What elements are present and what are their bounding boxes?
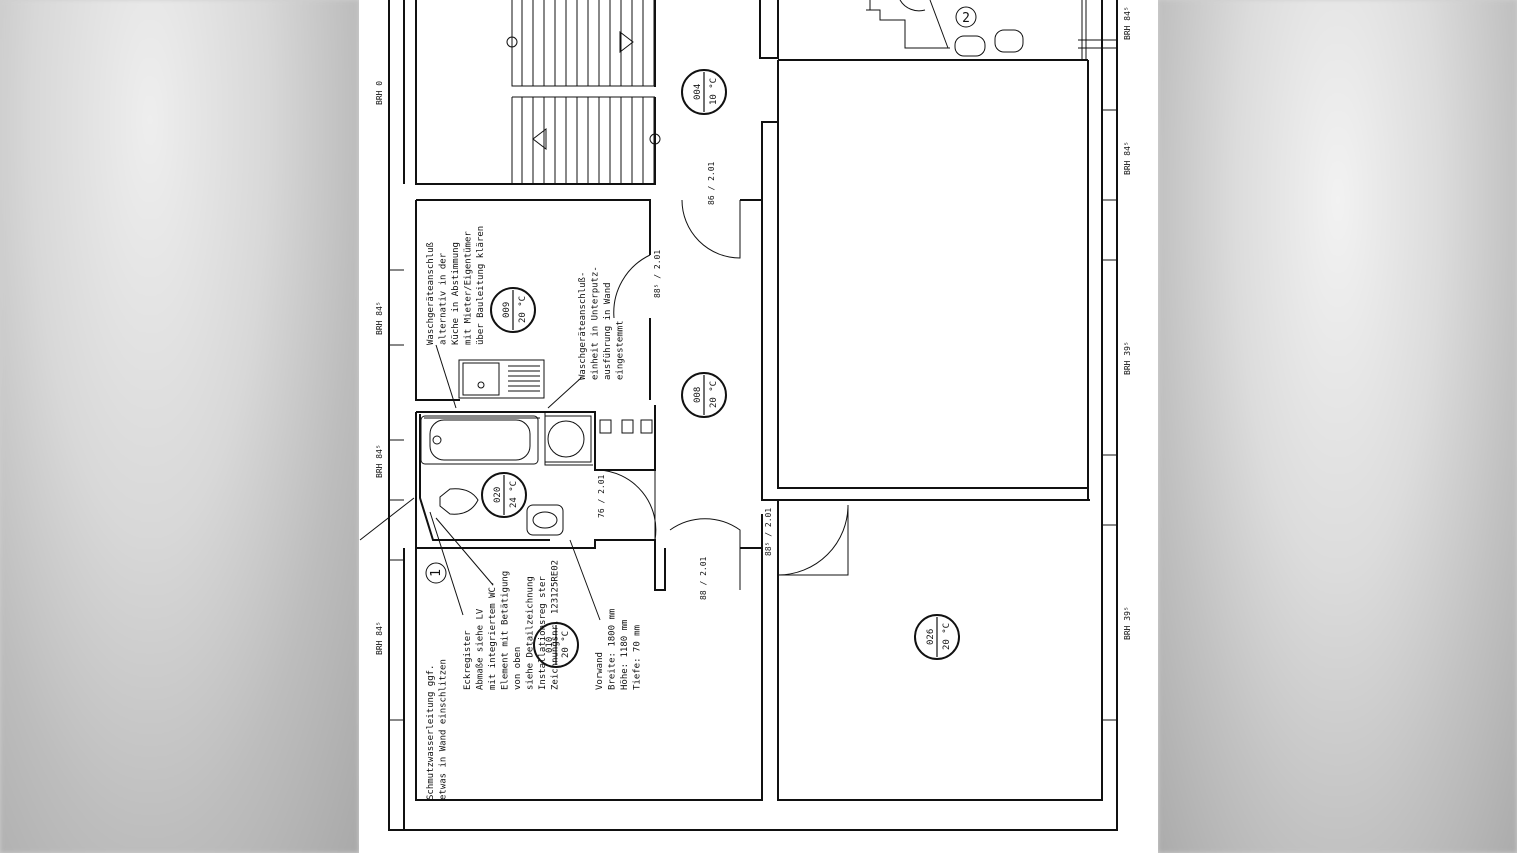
corner-fixture (866, 0, 1024, 57)
room-tag-026: 026 20 °C (914, 614, 960, 660)
note-line: mit Mieter/Eigentümer (464, 231, 474, 345)
note-line: etwas in Wand einschlitzen (439, 659, 449, 800)
room-tag-010: 010 20 °C (533, 622, 579, 668)
staircase (415, 0, 661, 185)
sill-height-labels: BRH 0 BRH 84⁵ BRH 84⁵ BRH 84⁵ BRH 84⁵ BRH 84⁵… (375, 6, 1132, 655)
windows (389, 0, 1117, 721)
room-temperature: 20 °C (942, 623, 952, 650)
door-size-label: 88⁵ / 2.01 (653, 250, 662, 298)
door-size-label: 86 / 2.01 (707, 161, 716, 205)
sill-height-label: BRH 84⁵ (1123, 141, 1132, 175)
note-line: Zeichnungsnr. 123125RE02 (551, 560, 561, 690)
note-line: Element mit Betätigung (501, 571, 511, 690)
note-line: Schmutzwasserleitung ggf. (426, 665, 436, 800)
room-number: 008 (693, 387, 703, 403)
inner-walls (415, 0, 1088, 591)
sill-height-label: BRH 39⁵ (1123, 606, 1132, 640)
sill-height-label: BRH 84⁵ (375, 444, 384, 478)
note-line: Höhe: 1180 mm (620, 620, 630, 690)
doors (597, 199, 849, 590)
room-number: 026 (926, 629, 936, 645)
note-line: Eckregister (463, 630, 473, 690)
note-line: Waschgeräteanschluß- (578, 272, 588, 380)
sill-height-label: BRH 84⁵ (375, 301, 384, 335)
blurred-background-right (1158, 0, 1517, 853)
leader-lines (429, 344, 601, 621)
room-tag-004: 004 10 °C (681, 69, 727, 115)
room-number: 004 (693, 84, 703, 100)
blurred-background-left (0, 0, 359, 853)
note-line: eingestemmt (616, 320, 626, 380)
note-line: Breite: 1800 mm (608, 609, 618, 690)
room-number: 010 (545, 637, 555, 653)
room-temperature: 20 °C (518, 296, 528, 323)
note-unit: Waschgeräteanschluß-einheit in Unterputz… (578, 266, 626, 380)
marker-2 (955, 6, 977, 28)
note-line: Vorwand (595, 652, 605, 690)
note-line: Tiefe: 70 mm (633, 625, 643, 690)
marker-1-label: 1 (429, 569, 444, 577)
note-line: alternativ in der (439, 252, 449, 345)
sill-height-label: BRH 84⁵ (375, 621, 384, 655)
room-tag-009: 009 20 °C (490, 287, 536, 333)
note-line: Installationsreg ster (538, 576, 548, 690)
bathroom-fixtures (359, 414, 653, 541)
door-size-label: 88 / 2.01 (699, 556, 708, 600)
kitchen-sink (458, 359, 545, 399)
note-line: Küche in Abstimmung (451, 242, 461, 345)
sill-height-label: BRH 39⁵ (1123, 341, 1132, 375)
note-line: über Bauleitung klären (476, 226, 486, 345)
door-labels: 86 / 2.01 88⁵ / 2.01 76 / 2.01 88⁵ / 2.01 88… (597, 161, 773, 600)
note-line: von oben (513, 647, 523, 690)
room-tag-020: 020 24 °C (481, 472, 527, 518)
sill-height-label: BRH 84⁵ (1123, 6, 1132, 40)
room-tag-008: 008 20 °C (681, 372, 727, 418)
room-number: 020 (493, 487, 503, 503)
note-waste: Schmutzwasserleitung ggf.etwas in Wand e… (426, 659, 449, 800)
note-line: einheit in Unterputz- (591, 266, 601, 380)
room-temperature: 24 °C (509, 481, 519, 508)
note-line: Abmaße siehe LV (476, 608, 486, 690)
room-tags: 004 10 °C 009 20 °C 008 20 °C 020 24 °C 026 20 °C… (481, 69, 960, 668)
markers: 1 2 (425, 6, 977, 584)
outer-walls (388, 0, 1118, 831)
note-line: mit integriertem WC- (488, 582, 498, 690)
room-temperature: 20 °C (709, 381, 719, 408)
marker-1 (425, 562, 447, 584)
erased-area (790, 70, 1080, 200)
door-size-label: 76 / 2.01 (597, 474, 606, 518)
room-number: 009 (502, 302, 512, 318)
note-line: Waschgeräteanschluß (426, 241, 436, 345)
note-line: ausführung in Wand (603, 282, 613, 380)
room-temperature: 20 °C (561, 631, 571, 658)
note-line: siehe Detailzeichnung (526, 576, 536, 690)
room-temperature: 10 °C (709, 78, 719, 105)
door-size-label: 88⁵ / 2.01 (764, 508, 773, 556)
marker-2-label: 2 (962, 11, 970, 26)
sill-height-label: BRH 0 (375, 81, 384, 105)
